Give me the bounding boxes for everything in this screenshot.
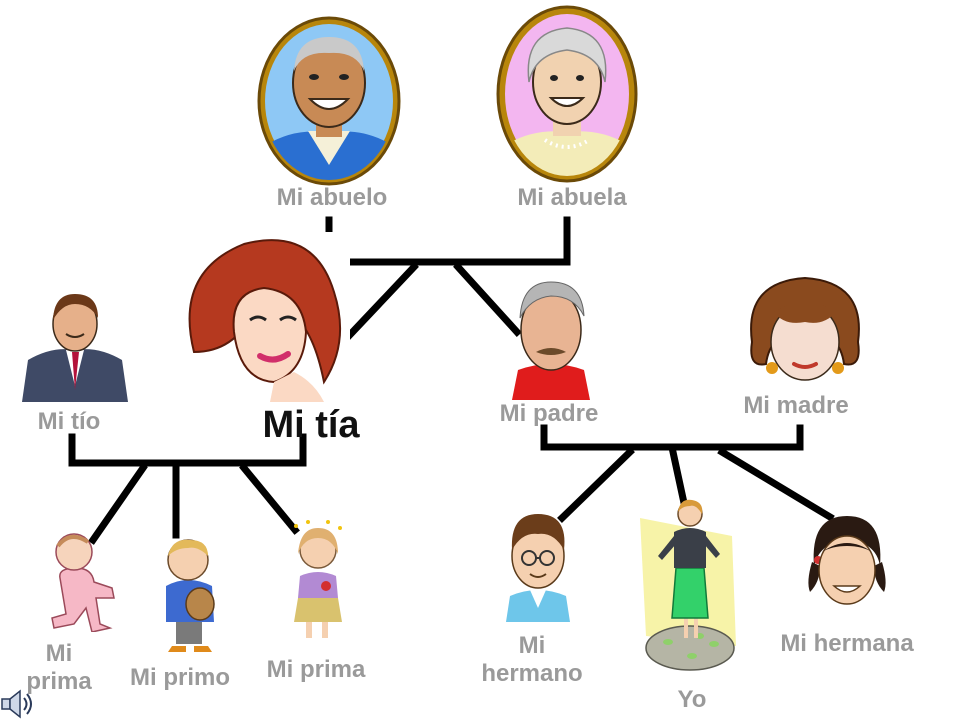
label-tia: Mi tía bbox=[262, 404, 360, 446]
aunt-portrait bbox=[174, 232, 350, 402]
uncle-figure bbox=[22, 290, 128, 402]
label-yo: Yo bbox=[677, 686, 707, 713]
connector-line bbox=[668, 447, 689, 508]
baby-cousin-figure bbox=[40, 528, 122, 632]
label-abuela: Mi abuela bbox=[517, 184, 627, 211]
label-prima-2: Mi prima bbox=[266, 656, 366, 683]
grandmother-portrait bbox=[495, 4, 639, 184]
label-primo: Mi primo bbox=[130, 664, 230, 691]
speaker-icon[interactable] bbox=[0, 688, 34, 720]
label-tio: Mi tío bbox=[37, 408, 101, 435]
sister-figure bbox=[806, 512, 888, 616]
connector-line bbox=[68, 433, 307, 467]
grandfather-portrait bbox=[256, 15, 402, 187]
mother-figure bbox=[744, 272, 866, 388]
self-figure bbox=[640, 496, 740, 674]
connector-line bbox=[717, 447, 835, 522]
connector-line bbox=[540, 424, 804, 451]
label-abuelo: Mi abuelo bbox=[276, 184, 388, 211]
boy-cousin-figure bbox=[158, 534, 222, 652]
label-padre: Mi padre bbox=[499, 400, 599, 427]
connector-line bbox=[453, 262, 522, 337]
connector-line bbox=[88, 463, 148, 545]
connector-line bbox=[557, 447, 635, 523]
label-hermana: Mi hermana bbox=[780, 630, 914, 657]
brother-figure bbox=[502, 510, 574, 622]
girl-cousin-figure bbox=[288, 520, 348, 638]
label-hermano: Mi hermano bbox=[481, 632, 583, 687]
connector-line bbox=[341, 216, 571, 266]
connector-line bbox=[239, 463, 300, 535]
father-figure bbox=[508, 278, 594, 400]
connector-line bbox=[340, 262, 419, 345]
label-prima-1: Mi prima bbox=[26, 640, 92, 695]
label-madre: Mi madre bbox=[743, 392, 849, 419]
